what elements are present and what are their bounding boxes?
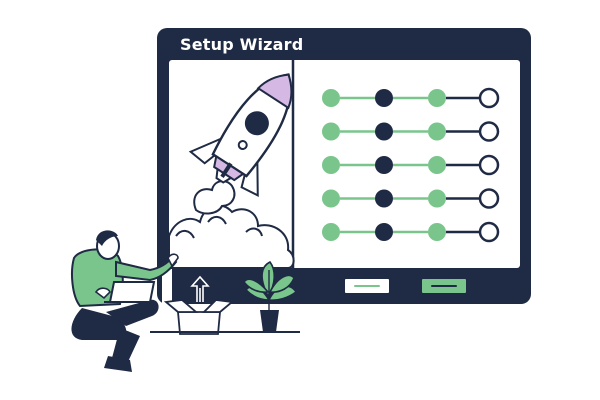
potted-plant-icon	[243, 260, 298, 332]
step-dot-complete	[428, 122, 446, 141]
rocket-icon	[188, 73, 293, 197]
upload-arrow-icon	[190, 275, 210, 302]
back-button-placeholder-line	[354, 285, 380, 287]
step-dot-pending	[478, 221, 500, 243]
step-dot-current	[375, 89, 393, 107]
smoke-cloud	[168, 204, 295, 269]
step-dot-complete	[322, 189, 340, 208]
step-dot-pending	[478, 154, 500, 176]
step-dot-complete	[428, 223, 446, 241]
wizard-title: Setup Wizard	[180, 35, 304, 54]
step-dot-complete	[322, 223, 340, 241]
step-dot-complete	[428, 156, 446, 174]
step-dot-pending	[478, 87, 500, 109]
monitor-notch	[162, 268, 172, 304]
next-button[interactable]	[420, 277, 468, 295]
smoke-column	[193, 180, 236, 215]
progress-steps	[322, 87, 500, 243]
open-box-icon	[163, 299, 235, 335]
step-dot-complete	[322, 122, 340, 141]
progress-row	[322, 188, 500, 209]
progress-row	[322, 154, 500, 176]
step-dot-current	[375, 223, 393, 241]
step-dot-complete	[428, 89, 446, 107]
step-dot-pending	[478, 121, 500, 142]
step-dot-current	[375, 189, 393, 208]
step-dot-complete	[322, 156, 340, 174]
step-dot-pending	[478, 188, 500, 209]
person-with-laptop	[71, 230, 179, 372]
step-dot-complete	[428, 189, 446, 208]
progress-row	[322, 87, 500, 109]
step-dot-current	[375, 122, 393, 141]
next-button-placeholder-line	[431, 285, 457, 287]
progress-row	[322, 121, 500, 142]
progress-row	[322, 221, 500, 243]
step-dot-current	[375, 156, 393, 174]
step-dot-complete	[322, 89, 340, 107]
back-button[interactable]	[343, 277, 391, 295]
